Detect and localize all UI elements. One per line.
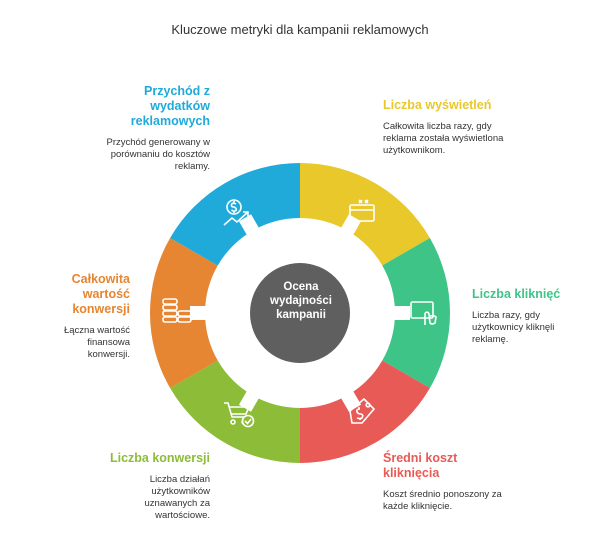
metric-description: Koszt średnio ponoszony za każde kliknię…: [383, 489, 502, 512]
segment-cpc: [300, 360, 430, 463]
money-growth-icon: [223, 199, 249, 226]
center-label: Ocena wydajności kampanii: [270, 281, 332, 321]
metric-title: Średni koszt kliknięcia: [383, 451, 458, 480]
arrow-revenue: [238, 214, 274, 265]
tap-screen-icon: [410, 301, 437, 325]
metric-impressions: Liczba wyświetleń Całkowita liczba razy,…: [383, 98, 513, 157]
arrow-conversion-value: [190, 298, 244, 328]
metric-title: Całkowita wartość konwersji: [71, 272, 130, 316]
center-hub: [250, 263, 350, 363]
metric-title: Przychód z wydatków reklamowych: [130, 84, 210, 128]
metric-title: Liczba konwersji: [109, 451, 210, 465]
metric-title: Liczba kliknięć: [472, 287, 561, 301]
arrow-clicks: [356, 298, 410, 328]
price-tag-icon: [349, 397, 376, 424]
metric-title: Liczba wyświetleń: [383, 98, 492, 112]
segment-conversion-value: [150, 238, 218, 388]
metric-conversion-value: Całkowita wartość konwersji Łączna warto…: [45, 272, 130, 361]
metric-description: Łączna wartość finansowa konwersji.: [63, 325, 130, 360]
metric-description: Przychód generowany w porównaniu do kosz…: [106, 137, 211, 172]
metric-description: Liczba razy, gdy użytkownicy kliknęli re…: [472, 310, 555, 345]
browser-window-icon: [349, 199, 375, 222]
segment-impressions: [300, 163, 430, 266]
metric-clicks: Liczba kliknięć Liczba razy, gdy użytkow…: [472, 287, 587, 346]
metric-description: Liczba działań użytkowników uznawanych z…: [144, 474, 210, 521]
arrow-impressions: [326, 214, 362, 265]
segment-conversions: [170, 360, 300, 463]
segment-clicks: [382, 238, 450, 388]
metric-conversions: Liczba konwersji Liczba działań użytkown…: [98, 451, 210, 522]
metric-revenue: Przychód z wydatków reklamowych Przychód…: [105, 84, 211, 173]
page-title: Kluczowe metryki dla kampanii reklamowyc…: [171, 22, 429, 37]
metric-description: Całkowita liczba razy, gdy reklama zosta…: [383, 121, 504, 156]
metric-cpc: Średni koszt kliknięcia Koszt średnio po…: [383, 451, 503, 513]
shopping-cart-check-icon: [224, 402, 255, 428]
arrow-cpc: [326, 361, 362, 412]
arrow-conversions: [238, 361, 274, 412]
coin-stacks-icon: [162, 298, 192, 323]
